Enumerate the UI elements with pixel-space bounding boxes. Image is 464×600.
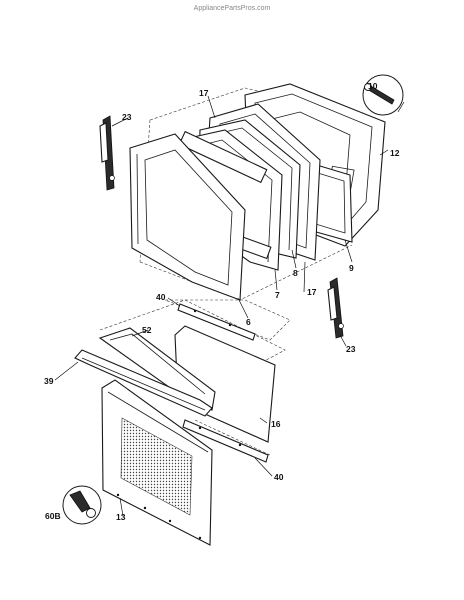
callout-8: 8	[293, 268, 298, 278]
outer-door-panel-part-13	[101, 379, 213, 546]
screw-callout-part-10	[362, 74, 405, 116]
callout-16: 16	[271, 419, 281, 429]
outer-door-frame-part-6	[129, 133, 246, 301]
callout-23-top: 23	[122, 112, 132, 122]
callout-39: 39	[44, 376, 54, 386]
callout-labels: 23 17 10 12 9 8 17 7 6 23 40 52 39 16 40…	[44, 81, 400, 522]
door-hinge-left-part-23	[99, 115, 115, 191]
callout-12: 12	[390, 148, 400, 158]
callout-60b: 60B	[45, 511, 61, 521]
callout-40-bottom: 40	[274, 472, 284, 482]
callout-10: 10	[368, 81, 378, 91]
callout-7: 7	[275, 290, 280, 300]
callout-13: 13	[116, 512, 126, 522]
callout-9: 9	[349, 263, 354, 273]
callout-52: 52	[142, 325, 152, 335]
door-channel-bottom-part-40	[182, 419, 269, 463]
callout-17-bottom: 17	[307, 287, 317, 297]
screw-callout-part-60b	[62, 485, 102, 525]
door-hinge-right-part-23	[327, 277, 344, 339]
lower-assembly-outline	[99, 299, 286, 456]
callout-6: 6	[246, 317, 251, 327]
callout-17-top: 17	[199, 88, 209, 98]
callout-23-right: 23	[346, 344, 356, 354]
leader-lines	[54, 95, 389, 517]
door-channel-top-part-40	[177, 303, 256, 341]
door-handle-part-39	[74, 349, 213, 417]
callout-40-top: 40	[156, 292, 166, 302]
source-watermark: AppliancePartsPros.com	[193, 5, 271, 12]
